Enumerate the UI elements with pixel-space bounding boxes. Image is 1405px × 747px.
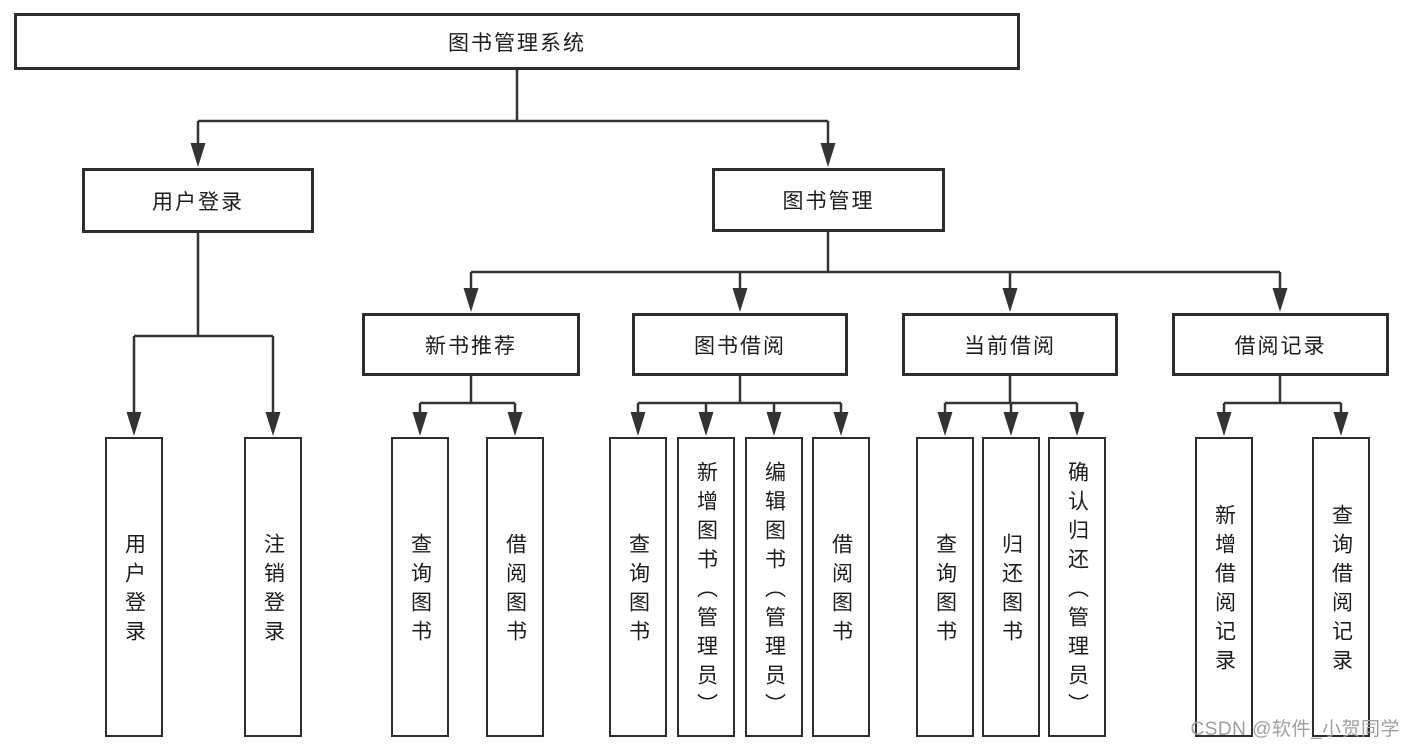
node-book-management-label: 图书管理 xyxy=(782,190,875,213)
node-add-book-admin-label: 新增图书（管理员） xyxy=(694,460,718,722)
node-query-books-recommend: 查询图书 xyxy=(391,437,449,737)
node-borrow-books-recommend: 借阅图书 xyxy=(486,437,544,737)
node-query-borrow-record: 查询借阅记录 xyxy=(1312,437,1370,737)
node-confirm-return-admin: 确认归还（管理员） xyxy=(1048,437,1106,737)
node-logout-label: 注销登录 xyxy=(261,533,285,649)
node-current-borrowing: 当前借阅 xyxy=(902,313,1118,376)
node-logout: 注销登录 xyxy=(244,437,302,737)
node-query-books-recommend-label: 查询图书 xyxy=(408,533,432,649)
node-library-system: 图书管理系统 xyxy=(14,13,1020,70)
node-borrowing-records: 借阅记录 xyxy=(1172,313,1389,376)
node-library-system-label: 图书管理系统 xyxy=(448,31,586,55)
node-query-books-borrow-label: 查询图书 xyxy=(626,533,650,649)
node-query-borrow-record-label: 查询借阅记录 xyxy=(1329,504,1353,678)
node-user-login-label: 用户登录 xyxy=(152,190,244,214)
node-user-login-leaf: 用户登录 xyxy=(105,437,163,737)
node-query-books-current: 查询图书 xyxy=(916,437,974,737)
node-borrow-books-leaf: 借阅图书 xyxy=(812,437,870,737)
node-book-borrowing-label: 图书借阅 xyxy=(694,334,786,358)
node-new-book-recommend-label: 新书推荐 xyxy=(425,334,517,358)
node-book-management: 图书管理 xyxy=(712,168,945,232)
node-return-book: 归还图书 xyxy=(982,437,1040,737)
node-return-book-label: 归还图书 xyxy=(999,533,1023,649)
node-query-books-current-label: 查询图书 xyxy=(933,533,957,649)
node-user-login: 用户登录 xyxy=(82,168,314,233)
node-confirm-return-admin-label: 确认归还（管理员） xyxy=(1065,460,1089,722)
node-add-borrow-record: 新增借阅记录 xyxy=(1195,437,1253,737)
node-add-borrow-record-label: 新增借阅记录 xyxy=(1212,504,1236,678)
node-current-borrowing-label: 当前借阅 xyxy=(964,334,1056,358)
node-add-book-admin: 新增图书（管理员） xyxy=(677,437,735,737)
node-borrowing-records-label: 借阅记录 xyxy=(1234,334,1327,358)
node-query-books-borrow: 查询图书 xyxy=(609,437,667,737)
node-user-login-leaf-label: 用户登录 xyxy=(122,533,146,649)
node-new-book-recommend: 新书推荐 xyxy=(362,313,580,376)
node-edit-book-admin: 编辑图书（管理员） xyxy=(745,437,803,737)
node-edit-book-admin-label: 编辑图书（管理员） xyxy=(762,460,786,722)
csdn-watermark: CSDN @软件_小贺同学 xyxy=(1190,719,1400,740)
node-book-borrowing: 图书借阅 xyxy=(632,313,848,376)
node-borrow-books-leaf-label: 借阅图书 xyxy=(829,533,853,649)
node-borrow-books-recommend-label: 借阅图书 xyxy=(503,533,527,649)
